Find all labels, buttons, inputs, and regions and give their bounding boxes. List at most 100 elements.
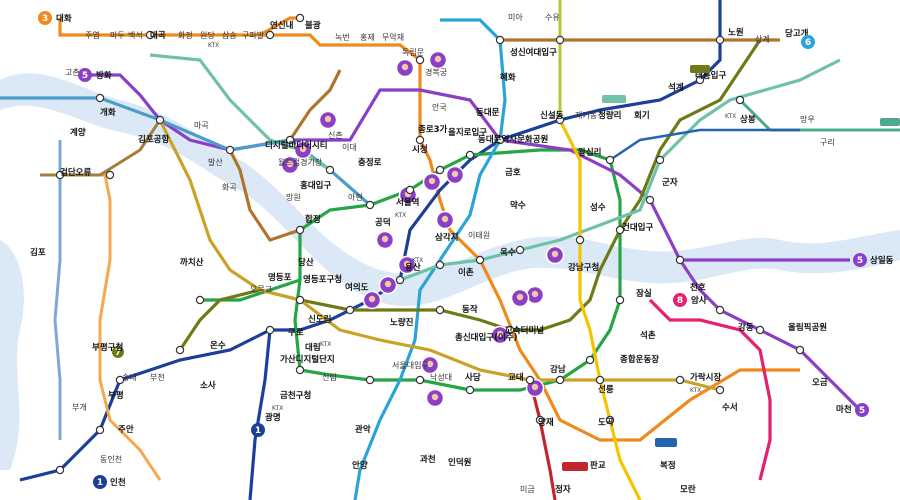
station-mia[interactable]: 미아 (508, 12, 523, 22)
station-gangnam-gu[interactable]: 강남구청 (568, 262, 599, 273)
station-mangwon[interactable]: 망원 (286, 192, 301, 202)
transfer-station-marker[interactable] (585, 355, 595, 365)
station-onsu[interactable]: 온수 (210, 341, 226, 351)
transfer-station-marker[interactable] (465, 385, 475, 395)
station-gimpo-airport[interactable]: 김포공항 (138, 134, 169, 145)
transfer-station-marker[interactable] (145, 30, 155, 40)
transfer-station-marker[interactable] (495, 135, 505, 145)
landmark-pin-icon[interactable] (490, 325, 510, 345)
station-bokjeong[interactable]: 복정 (660, 460, 676, 471)
transfer-station-marker[interactable] (295, 225, 305, 235)
transfer-station-marker[interactable] (505, 325, 515, 335)
station-omokgyo[interactable]: 오목교 (250, 285, 272, 294)
station-hongje[interactable]: 홍제 (360, 32, 375, 42)
station-ogeum[interactable]: 오금 (812, 378, 828, 388)
station-gasan[interactable]: 가산디지털단지 (280, 354, 335, 365)
transfer-station-marker[interactable] (735, 95, 745, 105)
transfer-station-marker[interactable] (265, 30, 275, 40)
transfer-station-marker[interactable] (405, 185, 415, 195)
station-sanggye[interactable]: 상계 (755, 34, 770, 44)
station-gaehwa[interactable]: 개화 (100, 107, 116, 118)
station-mangu[interactable]: 망우 (800, 114, 815, 124)
station-nakseongdae[interactable]: 낙성대 (430, 372, 452, 382)
station-gwanak[interactable]: 관악 (355, 424, 371, 435)
transfer-station-marker[interactable] (415, 55, 425, 65)
transfer-station-marker[interactable] (655, 155, 665, 165)
station-sindang[interactable]: 금호 (505, 167, 521, 178)
station-migeum[interactable]: 미금 (520, 485, 535, 494)
station-sinseol[interactable]: 신설동 (540, 110, 564, 121)
station-konkuk[interactable]: 건대입구 (622, 222, 653, 233)
badge-line8-amsa[interactable]: 8 암사 (673, 293, 707, 307)
transfer-station-marker[interactable] (55, 465, 65, 475)
station-dongincheon[interactable]: 동인천 (100, 454, 122, 464)
transfer-station-marker[interactable] (225, 145, 235, 155)
transfer-station-marker[interactable] (415, 135, 425, 145)
badge-line7-bupyeong-office[interactable]: 7 부평구청 (92, 342, 124, 358)
station-gongdeok[interactable]: 공덕 (375, 217, 391, 228)
station-sindorim[interactable]: 신도림 (308, 314, 331, 325)
badge-line5-sangil[interactable]: 5 상일동 (853, 253, 894, 267)
badge-line5-banghwa[interactable]: 5 방화 (78, 68, 112, 82)
landmark-pin-icon[interactable] (425, 388, 445, 408)
transfer-station-marker[interactable] (435, 260, 445, 270)
station-digital-media[interactable]: 디지털미디어시티 (265, 140, 328, 151)
badge-line3-daehwa[interactable]: 3 대화 (38, 11, 72, 25)
transfer-station-marker[interactable] (155, 115, 165, 125)
station-suseo[interactable]: 수서 (722, 402, 738, 413)
landmark-pin-icon[interactable] (445, 165, 465, 185)
transfer-station-marker[interactable] (675, 375, 685, 385)
station-seongsu[interactable]: 성수 (590, 202, 606, 213)
station-sangbong[interactable]: 상봉 (740, 114, 756, 125)
station-city-hall[interactable]: 시청 (412, 144, 428, 155)
transfer-station-marker[interactable] (55, 170, 65, 180)
station-sinchon[interactable]: 신촌 (328, 131, 343, 140)
station-sports-complex[interactable]: 종합운동장 (620, 354, 659, 365)
station-sillim[interactable]: 신림 (322, 372, 337, 382)
station-olympic[interactable]: 올림픽공원 (788, 322, 827, 333)
station-gimpo[interactable]: 김포 (30, 247, 46, 258)
station-world-cup[interactable]: 월드컵경기장 (278, 157, 323, 167)
station-yangjae[interactable]: 양재 (538, 417, 554, 428)
station-hwajeong[interactable]: 화정 (178, 30, 193, 40)
station-dongjak[interactable]: 동작 (462, 304, 478, 315)
station-jegi[interactable]: 제기동 (575, 111, 597, 120)
landmark-pin-icon[interactable] (378, 275, 398, 295)
transfer-station-marker[interactable] (95, 425, 105, 435)
station-juan[interactable]: 주안 (118, 424, 134, 435)
station-itaewon[interactable]: 이태원 (468, 230, 490, 240)
transfer-station-marker[interactable] (105, 170, 115, 180)
station-yeongdeungpo-office[interactable]: 영등포구청 (303, 274, 342, 285)
station-samsong[interactable]: 삼송 (222, 30, 237, 40)
transfer-station-marker[interactable] (195, 295, 205, 305)
station-moran[interactable]: 모란 (680, 484, 696, 495)
station-sosa[interactable]: 소사 (200, 380, 216, 391)
station-madu[interactable]: 마두 (110, 31, 125, 40)
transfer-station-marker[interactable] (555, 115, 565, 125)
station-anguk[interactable]: 안국 (432, 102, 447, 112)
station-bugae[interactable]: 부개 (72, 402, 87, 412)
transfer-station-marker[interactable] (555, 375, 565, 385)
station-nokbeon[interactable]: 녹번 (335, 33, 350, 42)
station-guro[interactable]: 구로 (288, 328, 304, 338)
landmark-pin-icon[interactable] (420, 355, 440, 375)
station-gupabal[interactable]: 구파발 (242, 30, 265, 40)
station-juyeop[interactable]: 주엽 (85, 30, 100, 40)
station-wondang[interactable]: 원당 (200, 30, 215, 40)
station-magok[interactable]: 마곡 (194, 121, 209, 130)
transfer-station-marker[interactable] (435, 165, 445, 175)
station-dogok[interactable]: 도곡 (598, 418, 614, 428)
transfer-station-marker[interactable] (575, 235, 585, 245)
station-seoul-station[interactable]: 서울역 (396, 197, 419, 208)
station-gangdong[interactable]: 강동 (738, 322, 754, 333)
station-hapjeong[interactable]: 합정 (305, 214, 321, 225)
station-kkachisan[interactable]: 까치산 (180, 257, 204, 268)
transfer-station-marker[interactable] (715, 385, 725, 395)
station-ewha[interactable]: 이대 (342, 142, 357, 152)
transfer-station-marker[interactable] (595, 375, 605, 385)
station-yaksu[interactable]: 약수 (510, 200, 526, 211)
station-seolleung[interactable]: 선릉 (598, 384, 614, 395)
badge-line1-gwangmyeong[interactable]: 1 광명 (251, 412, 281, 437)
station-sadang[interactable]: 사당 (465, 372, 481, 383)
station-express-bus[interactable]: 고속터미널 (505, 325, 544, 336)
